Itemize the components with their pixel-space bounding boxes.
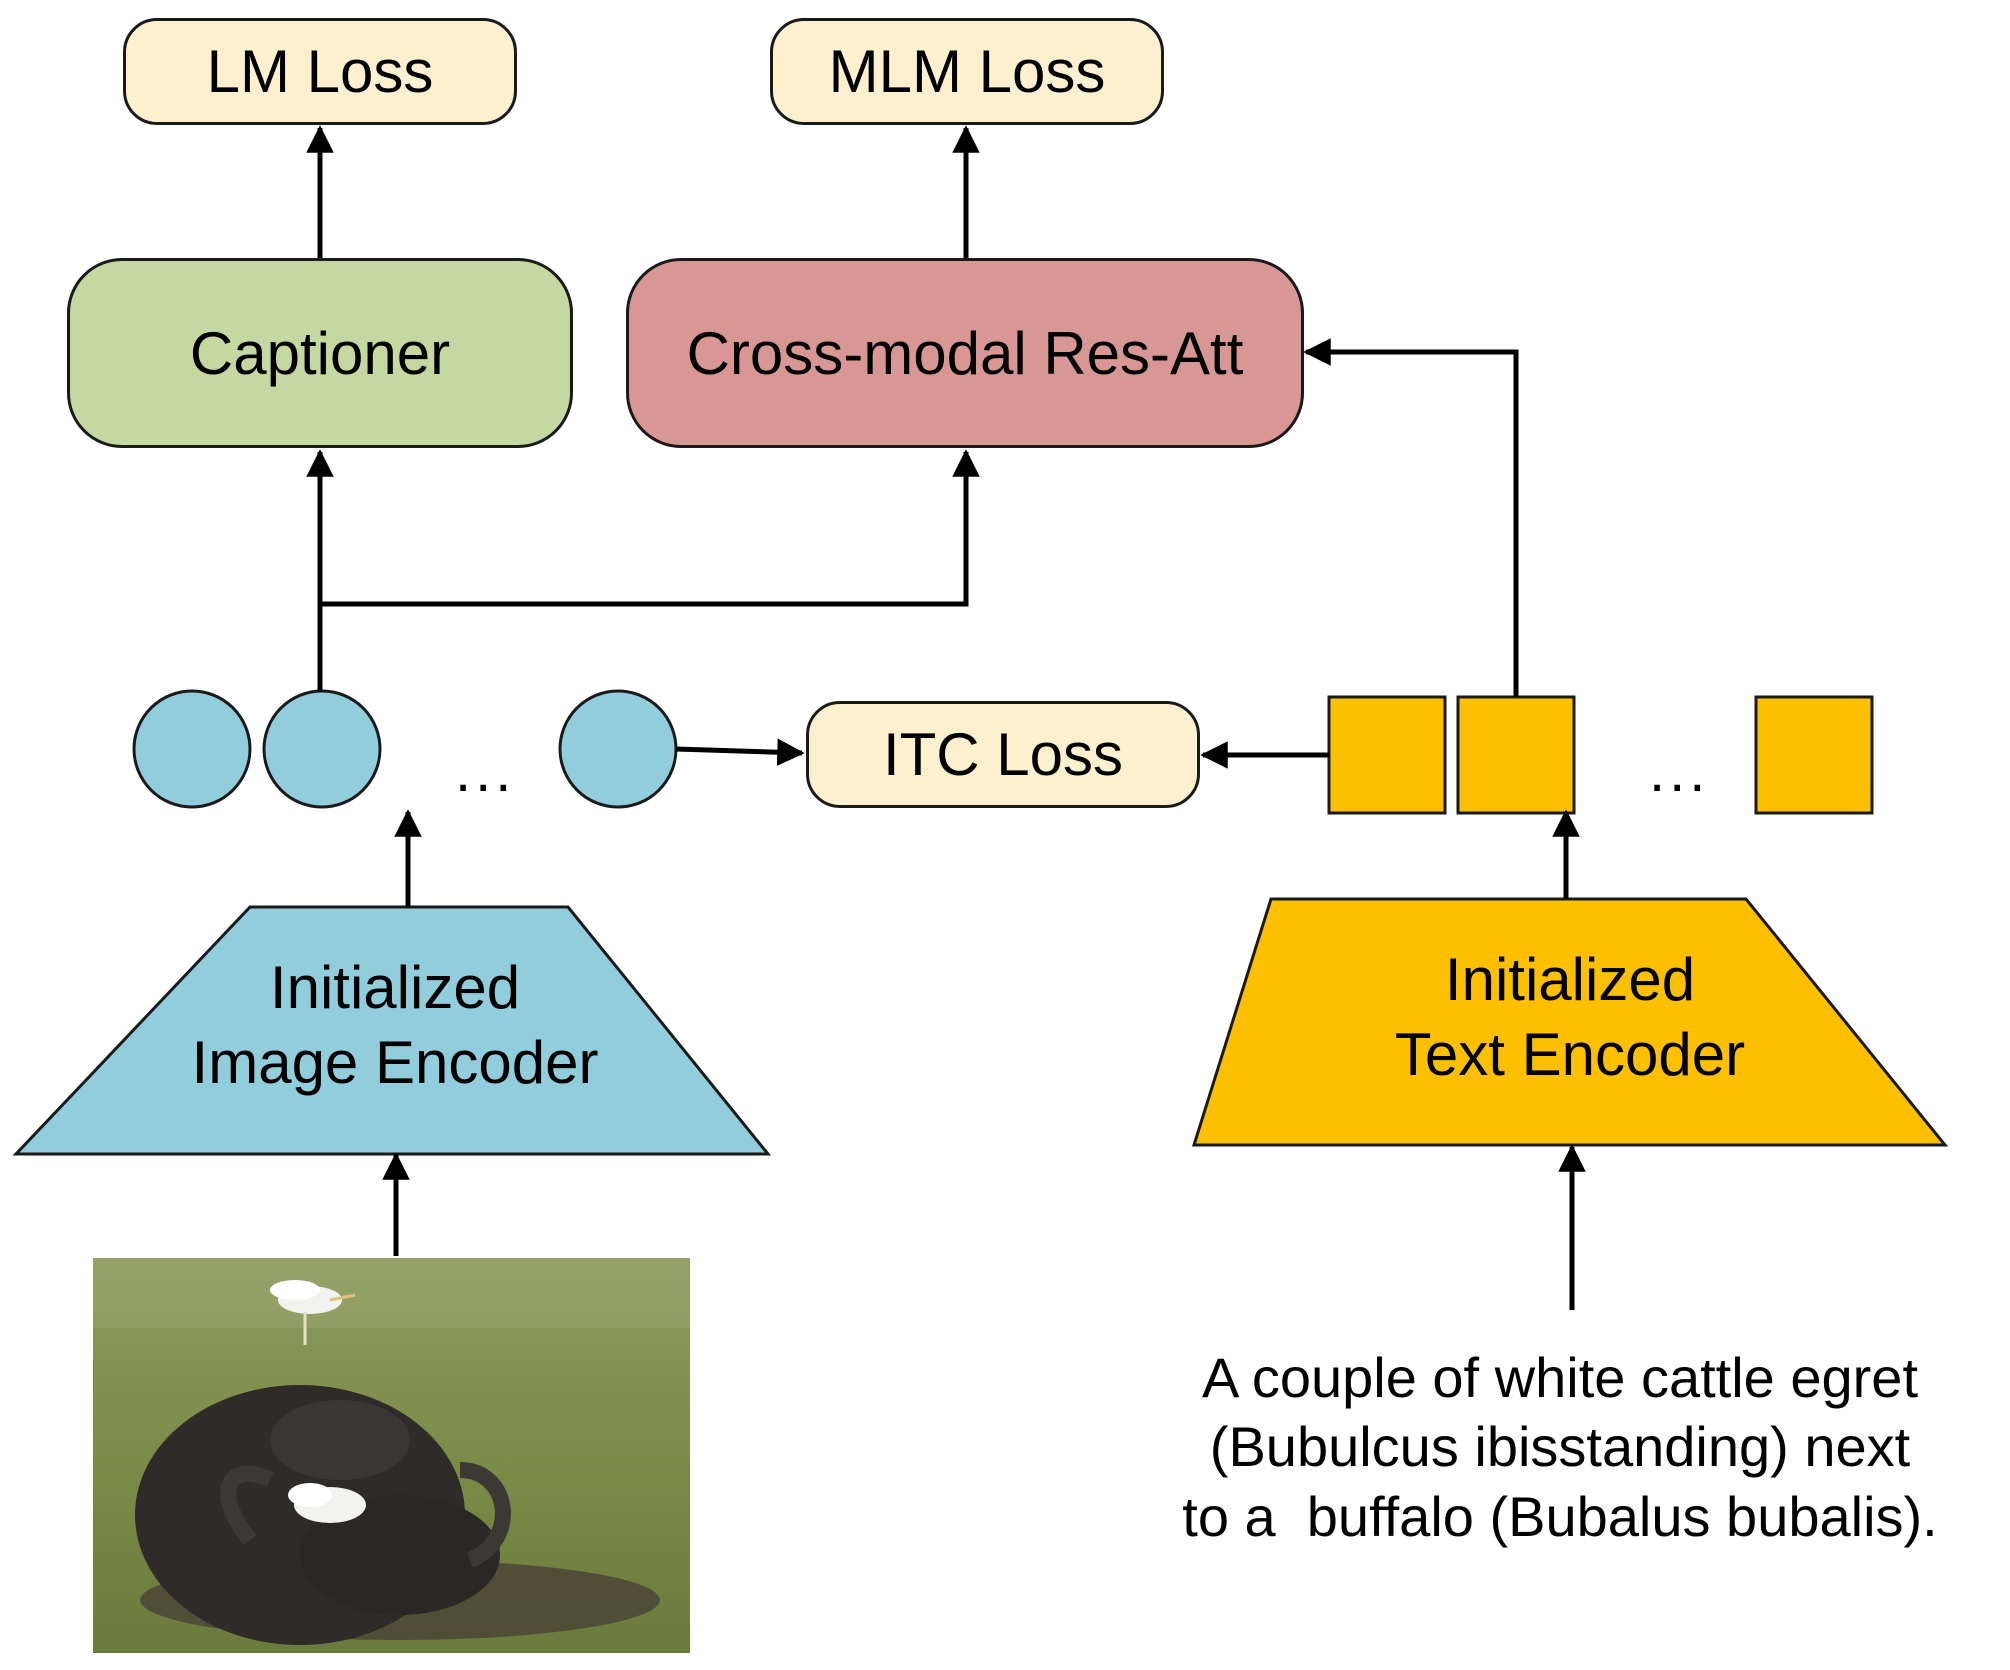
image-encoder-line2: Image Encoder xyxy=(191,1029,599,1096)
captioner-box: Captioner xyxy=(67,258,573,448)
text-token xyxy=(1327,695,1447,815)
input-caption-line2: (Bubulcus ibisstanding) next xyxy=(1209,1415,1911,1479)
image-token xyxy=(262,689,382,809)
cross-modal-res-att-label: Cross-modal Res-Att xyxy=(686,319,1244,387)
image-encoder-line1: Initialized xyxy=(269,954,521,1021)
lm-loss-label: LM Loss xyxy=(206,38,434,105)
itc-loss-box: ITC Loss xyxy=(806,701,1200,808)
mlm-loss-label: MLM Loss xyxy=(828,38,1106,105)
input-caption-line3: to a buffalo (Bubalus bubalis). xyxy=(1182,1484,1938,1548)
cross-modal-res-att-box: Cross-modal Res-Att xyxy=(626,258,1304,448)
input-photo xyxy=(93,1258,690,1653)
text-token-ellipsis: ... xyxy=(1649,739,1710,804)
image-token-ellipsis: ... xyxy=(455,739,516,804)
input-caption-line1: A couple of white cattle egret xyxy=(1202,1346,1918,1409)
image-token xyxy=(132,689,252,809)
text-token xyxy=(1754,695,1874,815)
text-token xyxy=(1456,695,1576,815)
mlm-loss-box: MLM Loss xyxy=(770,18,1164,125)
lm-loss-box: LM Loss xyxy=(123,18,517,125)
text-encoder-label: Initialized Text Encoder xyxy=(1315,942,1825,1092)
arrow-image-features-to-crossmodal xyxy=(320,449,980,607)
image-encoder-shape xyxy=(12,905,772,1156)
input-caption: A couple of white cattle egret (Bubulcus… xyxy=(1120,1343,2000,1551)
arrow-text-token-to-crossmodal xyxy=(1303,338,1519,697)
text-encoder-line1: Initialized xyxy=(1444,946,1696,1013)
image-token xyxy=(558,689,678,809)
arrow-image-token-to-itc xyxy=(675,738,805,766)
text-encoder-shape xyxy=(1191,897,1949,1147)
text-encoder-line2: Text Encoder xyxy=(1394,1021,1746,1088)
image-encoder-label: Initialized Image Encoder xyxy=(140,950,650,1100)
itc-loss-label: ITC Loss xyxy=(882,721,1124,788)
captioner-label: Captioner xyxy=(189,319,451,387)
